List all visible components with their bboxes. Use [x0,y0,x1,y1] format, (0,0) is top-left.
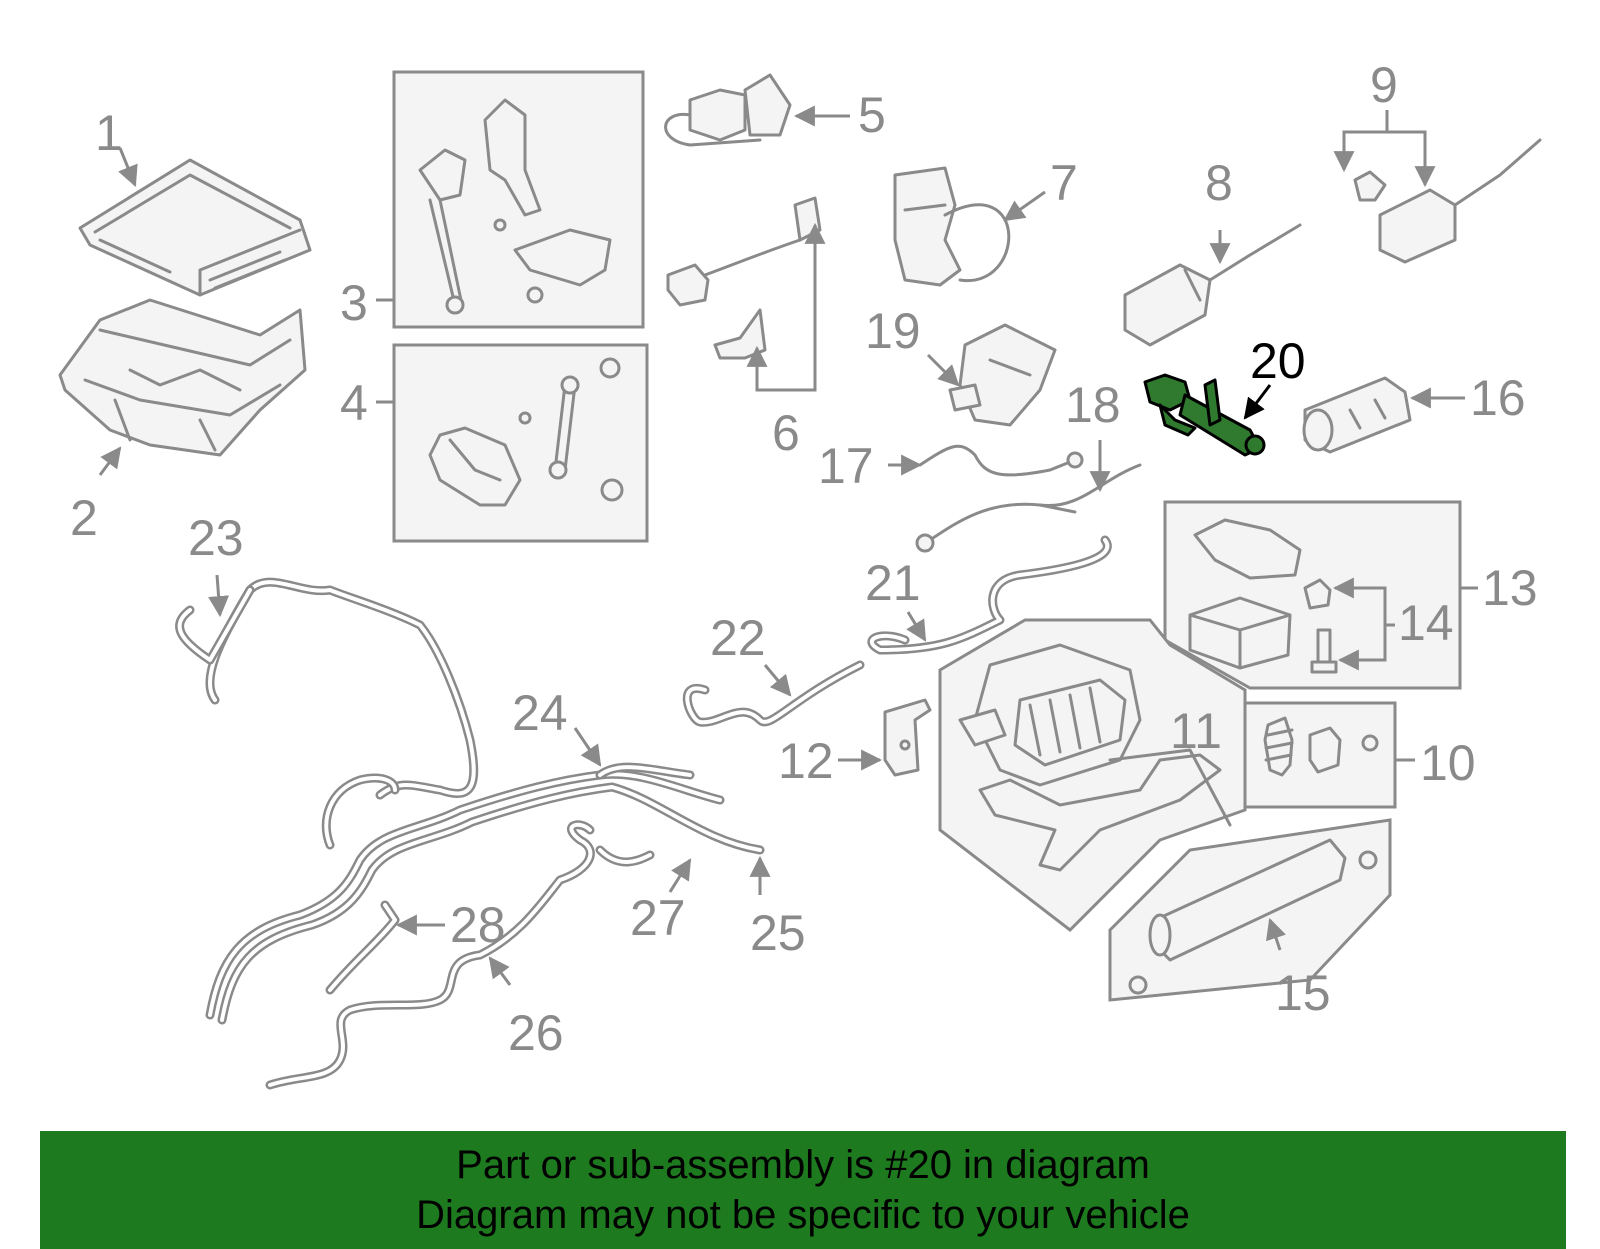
callout-15: 15 [1275,965,1331,1021]
part-7-valve-block [893,166,1011,287]
callout-5: 5 [858,87,886,143]
callout-8: 8 [1205,155,1233,211]
callout-12: 12 [778,733,834,789]
callout-18: 18 [1065,377,1121,433]
part-9-connector-set [1353,138,1542,264]
callout-2: 2 [70,490,98,546]
callout-6: 6 [772,405,800,461]
banner-line-1: Part or sub-assembly is #20 in diagram [456,1143,1150,1187]
part-13-compressor-bracket [1188,518,1302,670]
part-22-air-line [682,660,865,727]
callout-10: 10 [1420,735,1476,791]
part-14-bolts [1303,578,1338,674]
callout-21: 21 [865,555,921,611]
callout-20-highlighted: 20 [1250,333,1306,389]
callout-28: 28 [450,897,506,953]
part-23-air-line [175,577,479,800]
callout-3: 3 [340,275,368,331]
callout-1: 1 [95,105,123,161]
part-15-pressure-reservoir [1128,838,1378,995]
part-12-bracket [883,698,932,777]
callout-14: 14 [1398,595,1454,651]
callout-4: 4 [340,375,368,431]
part-19-valve [948,323,1057,427]
compressor-unit [958,643,1232,872]
part-8-connector [1123,223,1302,347]
callout-24: 24 [512,685,568,741]
callout-7: 7 [1050,155,1078,211]
callout-25: 25 [750,905,806,961]
callout-13: 13 [1482,560,1538,616]
callout-23: 23 [188,510,244,566]
callout-22: 22 [710,610,766,666]
info-banner: Part or sub-assembly is #20 in diagram D… [40,1131,1566,1249]
callout-11: 11 [1170,703,1222,759]
part-5-connector [664,73,792,147]
part-21-air-line [867,535,1112,655]
callout-16: 16 [1470,370,1526,426]
part-1-control-module [78,158,312,297]
part-2-mounting-tray [58,298,307,457]
part-20-highlighted-part [1143,373,1266,457]
part-6-sensor-cable [666,196,822,360]
callout-17: 17 [818,438,874,494]
callout-27: 27 [630,890,686,946]
part-17-sensor-lead [918,444,1084,477]
banner-line-2: Diagram may not be specific to your vehi… [416,1193,1190,1237]
line-bundle-24-28 [205,762,765,1090]
callout-9: 9 [1370,57,1398,113]
callout-19: 19 [865,303,921,359]
callout-26: 26 [508,1005,564,1061]
part-11-mount [1263,716,1379,777]
part-16-reservoir [1302,376,1412,454]
part-4-level-sensor [428,357,624,507]
part-3-level-sensor [418,98,612,315]
